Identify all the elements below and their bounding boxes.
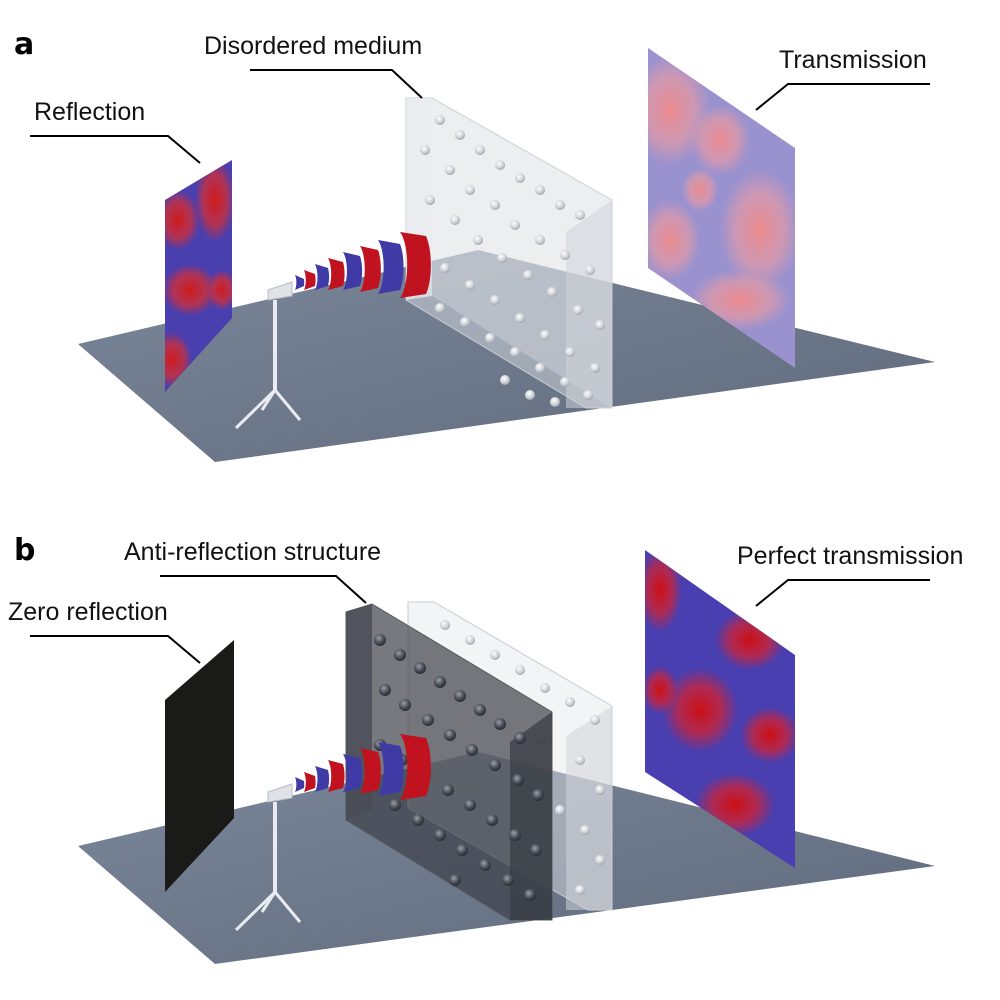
panel-letter-b: b — [14, 533, 35, 568]
incident-wave-beam-b — [295, 734, 431, 800]
leader-reflection-a — [30, 135, 201, 164]
leader-disordered-medium — [250, 69, 423, 99]
label-perfect-transmission: Perfect transmission — [737, 542, 963, 570]
scatterer-particles-b — [440, 620, 605, 895]
light-source-tripod-b — [234, 783, 302, 932]
leader-transmission-a — [755, 83, 930, 111]
anti-reflection-structure — [345, 603, 553, 921]
leader-anti-reflection-structure — [160, 575, 367, 604]
label-transmission-a: Transmission — [779, 46, 927, 74]
leader-zero-reflection — [30, 635, 201, 664]
scatterer-particles-a — [415, 115, 605, 407]
zero-reflection-screen — [165, 640, 234, 892]
transmission-screen-a — [648, 48, 795, 368]
panel-b: b — [8, 533, 963, 964]
incident-wave-beam-a — [295, 232, 431, 298]
label-reflection-a: Reflection — [34, 98, 145, 126]
label-zero-reflection: Zero reflection — [8, 598, 168, 626]
panel-letter-a: a — [14, 27, 34, 62]
label-anti-reflection-structure: Anti-reflection structure — [124, 538, 381, 566]
leader-perfect-transmission — [755, 579, 930, 607]
anti-reflection-particles — [374, 634, 544, 901]
label-disordered-medium: Disordered medium — [204, 32, 422, 60]
panel-a: a — [14, 27, 935, 462]
light-source-tripod-a — [234, 281, 302, 430]
